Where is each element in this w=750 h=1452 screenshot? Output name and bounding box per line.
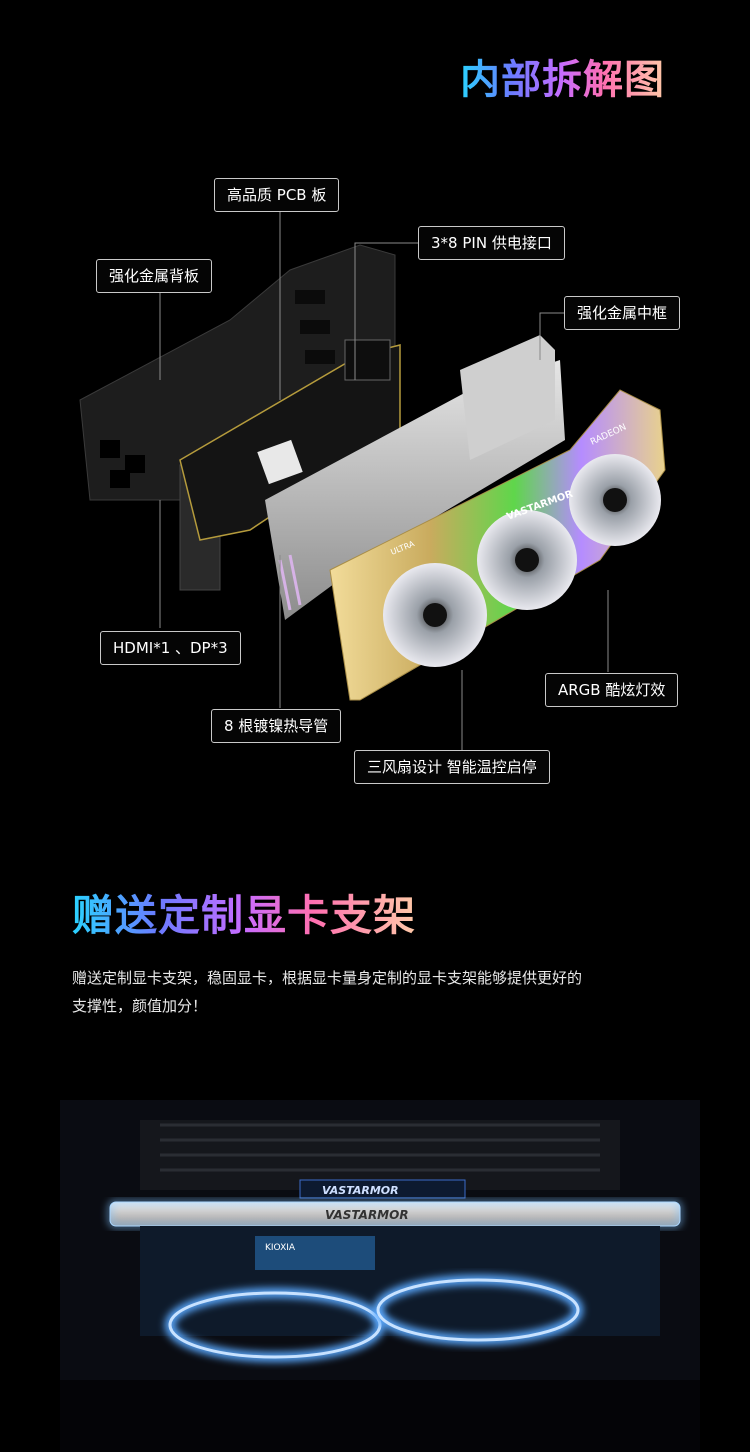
pcb-shape <box>179 339 401 541</box>
section-title-teardown: 内部拆解图 <box>460 57 665 103</box>
ssd-label: KIOXIA <box>265 1243 296 1253</box>
callout-fans: 三风扇设计 智能温控启停 <box>354 750 550 784</box>
callout-heatpipes: 8 根镀镍热导管 <box>211 709 342 743</box>
callout-argb: ARGB 酷炫灯效 <box>545 673 679 707</box>
exploded-gpu-illustration: VASTARMOR RADEON ULTRA <box>79 210 666 750</box>
callout-backplate: 强化金属背板 <box>96 259 213 293</box>
callout-metal-frame: 强化金属中框 <box>564 296 681 330</box>
heatsink-shape <box>265 335 565 620</box>
leader-lines <box>159 210 609 750</box>
callout-pcb: 高品质 PCB 板 <box>214 178 340 212</box>
section-title-bracket: 赠送定制显卡支架 <box>72 891 417 940</box>
callout-power-connector: 3*8 PIN 供电接口 <box>418 226 565 260</box>
card-brand-label: VASTARMOR <box>322 1184 399 1197</box>
bracket-description: 赠送定制显卡支架，稳固显卡，根据显卡量身定制的显卡支架能够提供更好的支撑性，颜值… <box>72 969 583 1015</box>
callout-ports: HDMI*1 、DP*3 <box>100 631 241 665</box>
bracket-brand-label: VASTARMOR <box>325 1208 409 1222</box>
shroud-shape: VASTARMOR RADEON ULTRA <box>329 389 666 701</box>
